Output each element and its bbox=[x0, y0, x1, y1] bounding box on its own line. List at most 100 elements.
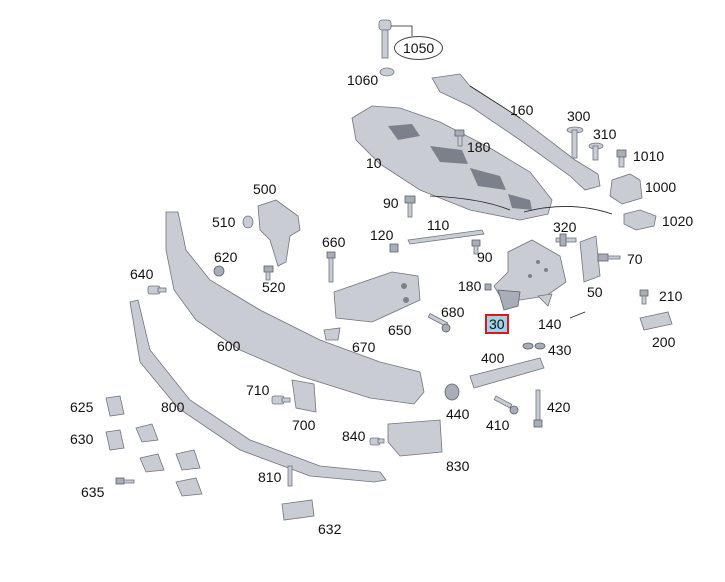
label-50[interactable]: 50 bbox=[587, 284, 603, 300]
part-30-bracket[interactable] bbox=[493, 239, 567, 301]
label-670[interactable]: 670 bbox=[352, 339, 376, 355]
label-800[interactable]: 800 bbox=[161, 399, 185, 415]
label-830[interactable]: 830 bbox=[446, 458, 470, 474]
part-320-bolt[interactable] bbox=[555, 233, 577, 247]
label-1020[interactable]: 1020 bbox=[662, 213, 694, 229]
label-430[interactable]: 430 bbox=[548, 342, 572, 358]
label-410[interactable]: 410 bbox=[486, 417, 510, 433]
label-180-small[interactable]: 180 bbox=[458, 278, 482, 294]
part-680-bolt[interactable] bbox=[427, 312, 451, 333]
part-400-absorber[interactable] bbox=[469, 357, 545, 389]
direction-arrow-right bbox=[523, 206, 613, 215]
leader-1050 bbox=[391, 25, 413, 36]
part-110-rod[interactable] bbox=[407, 229, 485, 245]
part-90-bolt[interactable] bbox=[404, 195, 416, 218]
label-650[interactable]: 650 bbox=[388, 322, 412, 338]
bracket-hole bbox=[528, 274, 532, 278]
label-640[interactable]: 640 bbox=[130, 266, 154, 282]
label-680[interactable]: 680 bbox=[441, 304, 465, 320]
label-160[interactable]: 160 bbox=[510, 102, 534, 118]
part-830-bracket[interactable] bbox=[387, 419, 443, 457]
label-320[interactable]: 320 bbox=[553, 219, 577, 235]
label-600[interactable]: 600 bbox=[217, 338, 241, 354]
label-300[interactable]: 300 bbox=[567, 108, 591, 124]
part-430-nut[interactable] bbox=[534, 342, 546, 350]
part-640-bolt[interactable] bbox=[147, 285, 167, 295]
part-200-plate[interactable] bbox=[639, 311, 673, 331]
part-140-clip[interactable] bbox=[537, 293, 553, 307]
part-700-plate[interactable] bbox=[291, 379, 317, 413]
part-1020-bracket[interactable] bbox=[623, 209, 657, 231]
part-625-bracket[interactable] bbox=[105, 395, 201, 471]
frame-cutout bbox=[470, 168, 506, 190]
part-670-clip[interactable] bbox=[323, 327, 341, 341]
part-120-clip[interactable] bbox=[389, 243, 399, 253]
part-180-screw[interactable] bbox=[484, 283, 492, 291]
part-440-washer[interactable] bbox=[444, 383, 460, 401]
part-1060-washer[interactable] bbox=[379, 67, 395, 77]
part-840-bolt[interactable] bbox=[369, 437, 385, 446]
label-700[interactable]: 700 bbox=[292, 417, 316, 433]
label-200[interactable]: 200 bbox=[652, 334, 676, 350]
part-210-bolt[interactable] bbox=[639, 289, 649, 305]
part-510-washer[interactable] bbox=[242, 215, 254, 229]
box-hole bbox=[401, 283, 407, 289]
part-710-bolt[interactable] bbox=[271, 395, 291, 405]
label-210[interactable]: 210 bbox=[659, 288, 683, 304]
label-30-selected[interactable]: 30 bbox=[485, 314, 509, 334]
label-625[interactable]: 625 bbox=[70, 399, 94, 415]
bracket-hole bbox=[536, 260, 540, 264]
part-70-screw[interactable] bbox=[597, 253, 621, 262]
part-lower-strip[interactable] bbox=[129, 299, 387, 483]
label-180[interactable]: 180 bbox=[467, 139, 491, 155]
part-650-crash-box[interactable] bbox=[333, 271, 421, 323]
part-500-bracket[interactable] bbox=[257, 199, 301, 267]
label-90-mid[interactable]: 90 bbox=[477, 249, 493, 265]
label-420[interactable]: 420 bbox=[547, 399, 571, 415]
part-620-nut[interactable] bbox=[213, 265, 225, 277]
part-520-screw[interactable] bbox=[263, 265, 274, 281]
label-632[interactable]: 632 bbox=[318, 521, 342, 537]
part-50-bracket[interactable] bbox=[579, 235, 601, 283]
part-430-nut[interactable] bbox=[522, 342, 534, 350]
label-710[interactable]: 710 bbox=[246, 382, 270, 398]
label-635[interactable]: 635 bbox=[81, 484, 105, 500]
label-500[interactable]: 500 bbox=[253, 181, 277, 197]
label-70[interactable]: 70 bbox=[627, 251, 643, 267]
label-110[interactable]: 110 bbox=[427, 217, 450, 233]
part-600-bumper-beam[interactable] bbox=[165, 211, 425, 405]
label-630[interactable]: 630 bbox=[70, 431, 94, 447]
part-635-screw[interactable] bbox=[115, 477, 135, 485]
part-300-bolt[interactable] bbox=[566, 126, 584, 159]
label-620[interactable]: 620 bbox=[214, 249, 238, 265]
label-310[interactable]: 310 bbox=[593, 126, 617, 142]
label-810[interactable]: 810 bbox=[258, 469, 282, 485]
label-520[interactable]: 520 bbox=[262, 279, 286, 295]
label-440[interactable]: 440 bbox=[446, 406, 470, 422]
part-630-bracket[interactable] bbox=[105, 429, 203, 497]
part-660-bolt[interactable] bbox=[326, 251, 336, 283]
label-10[interactable]: 10 bbox=[366, 155, 382, 171]
part-90-screw[interactable] bbox=[471, 239, 481, 255]
part-420-bolt[interactable] bbox=[533, 389, 543, 428]
label-1010[interactable]: 1010 bbox=[633, 148, 665, 164]
label-120[interactable]: 120 bbox=[370, 227, 394, 243]
label-140[interactable]: 140 bbox=[538, 316, 562, 332]
label-1060[interactable]: 1060 bbox=[347, 72, 379, 88]
part-410-bolt[interactable] bbox=[493, 395, 519, 415]
label-90-top[interactable]: 90 bbox=[383, 195, 399, 211]
part-1010-screw[interactable] bbox=[616, 149, 627, 168]
label-400[interactable]: 400 bbox=[481, 350, 505, 366]
part-1000-bracket[interactable] bbox=[609, 173, 643, 205]
label-1000[interactable]: 1000 bbox=[645, 179, 677, 195]
part-810-bolt[interactable] bbox=[287, 465, 293, 487]
label-840[interactable]: 840 bbox=[342, 428, 366, 444]
part-310-nut[interactable] bbox=[588, 142, 604, 161]
part-1050-bolt[interactable] bbox=[378, 19, 392, 59]
part-180-screw[interactable] bbox=[454, 129, 465, 147]
part-632-bracket[interactable] bbox=[281, 499, 315, 521]
label-660[interactable]: 660 bbox=[322, 234, 346, 250]
label-1050[interactable]: 1050 bbox=[394, 36, 444, 60]
frame-cutout bbox=[430, 146, 468, 164]
label-510[interactable]: 510 bbox=[212, 214, 236, 230]
